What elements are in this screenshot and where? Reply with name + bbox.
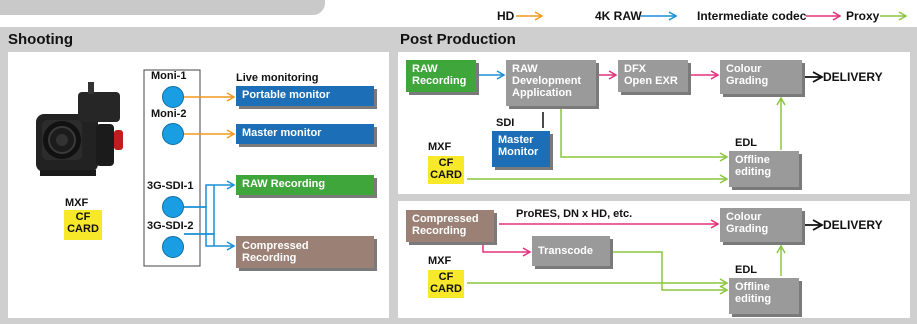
dev-to-offline-proxy-arrow bbox=[560, 106, 729, 162]
moni2-label: Moni-2 bbox=[151, 108, 187, 120]
post-production-title: Post Production bbox=[400, 31, 516, 48]
legend-4k-raw-label: 4K RAW bbox=[595, 9, 642, 23]
moni1-port bbox=[162, 86, 184, 108]
compressed-colour-grading-box: Colour Grading bbox=[720, 208, 802, 242]
post-master-monitor-box: Master Monitor bbox=[492, 131, 550, 167]
raw-edl-label: EDL bbox=[735, 137, 757, 149]
compressed-offline-editing-box: Offline editing bbox=[729, 278, 799, 314]
legend-intermediate-label: Intermediate codec bbox=[697, 9, 807, 23]
outputs-frame bbox=[143, 69, 201, 267]
raw-cf-card-badge: CF CARD bbox=[428, 156, 464, 184]
raw-colour-grading-box: Colour Grading bbox=[720, 60, 802, 94]
master-monitor-box: Master monitor bbox=[236, 124, 374, 144]
sdi2-label: 3G-SDI-2 bbox=[147, 220, 194, 232]
legend-proxy-label: Proxy bbox=[846, 9, 880, 23]
dfx-box: DFX Open EXR bbox=[618, 60, 688, 92]
compressed-cf-card-badge: CF CARD bbox=[428, 270, 464, 298]
portable-monitor-box: Portable monitor bbox=[236, 86, 374, 106]
raw-mxf-label: MXF bbox=[428, 141, 452, 153]
raw-offline-editing-box: Offline editing bbox=[729, 151, 799, 187]
compressed-recording-box: Compressed Recording bbox=[236, 236, 374, 268]
sdi1-label: 3G-SDI-1 bbox=[147, 180, 194, 192]
sdi-label: SDI bbox=[496, 117, 515, 129]
compressed-delivery-label: DELIVERY bbox=[823, 218, 883, 232]
moni1-label: Moni-1 bbox=[151, 70, 187, 82]
shooting-title: Shooting bbox=[8, 31, 73, 48]
transcode-to-offline-proxy-arrow bbox=[610, 251, 729, 295]
live-monitoring-label: Live monitoring bbox=[236, 72, 319, 84]
header-tab bbox=[0, 0, 325, 15]
raw-recording-box: RAW Recording bbox=[236, 175, 374, 195]
sdi2-to-compressed-line bbox=[184, 233, 215, 246]
compressed-mxf-label: MXF bbox=[428, 255, 452, 267]
sdi1-port bbox=[162, 196, 184, 218]
camera-format-label: MXF bbox=[65, 197, 89, 209]
camera-icon bbox=[36, 82, 123, 176]
compressed-edl-label: EDL bbox=[735, 264, 757, 276]
post-raw-recording-box: RAW Recording bbox=[406, 60, 476, 92]
sdi1-to-compressed-arrow bbox=[184, 206, 236, 251]
raw-development-box: RAW Development Application bbox=[506, 60, 596, 106]
post-compressed-recording-box: Compressed Recording bbox=[406, 210, 494, 242]
codecs-label: ProRES, DN x HD, etc. bbox=[516, 208, 633, 220]
legend-hd-label: HD bbox=[497, 9, 515, 23]
cf-card-badge: CF CARD bbox=[64, 210, 102, 240]
sdi2-port bbox=[162, 236, 184, 258]
raw-delivery-label: DELIVERY bbox=[823, 70, 883, 84]
transcode-box: Transcode bbox=[532, 236, 610, 266]
compressed-to-transcode-arrow bbox=[482, 242, 532, 257]
moni2-port bbox=[162, 123, 184, 145]
